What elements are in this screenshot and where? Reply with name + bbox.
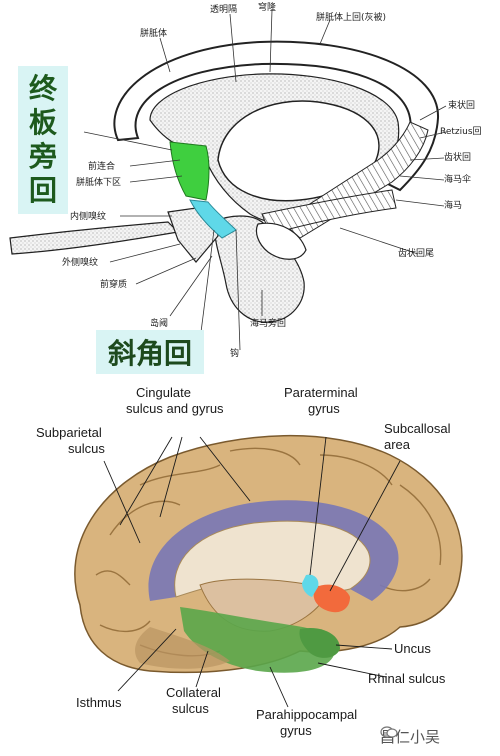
label-subparietal-1: Subparietal xyxy=(36,425,102,440)
label-rhinal-sulcus: Rhinal sulcus xyxy=(368,671,446,686)
label-subparietal-2: sulcus xyxy=(68,441,105,456)
top-diagram-panel: 透明隔 穹隆 胼胝体上回(灰被) 胼胝体 束状回 Retzius回 齿状回 海马… xyxy=(0,0,500,375)
label-collateral-2: sulcus xyxy=(172,701,209,716)
callout-paraterminal-gyrus: 终板旁回 xyxy=(18,66,68,214)
brainstem-shadow xyxy=(135,627,230,669)
uncus-shape xyxy=(255,222,307,260)
label-retzius: Retzius回 xyxy=(440,126,482,137)
cingulate-gyrus-band xyxy=(148,500,399,601)
label-uncus: Uncus xyxy=(394,641,431,656)
label-daoyu: 岛阈 xyxy=(150,317,168,329)
label-parahippocampal-2: gyrus xyxy=(280,723,312,738)
subcallosal-area-highlight xyxy=(313,584,350,613)
medial-brain-illustration: Cingulate sulcus and gyrus Paraterminal … xyxy=(36,385,463,738)
label-pizhiti-shanghui: 胼胝体上回(灰被) xyxy=(316,11,386,23)
top-leader-lines xyxy=(83,9,447,351)
label-qianchuanzhi: 前穿质 xyxy=(100,278,127,290)
label-pizhiti-xiaqu: 胼胝体下区 xyxy=(76,176,121,188)
label-paraterminal-2: gyrus xyxy=(308,401,340,416)
label-toumingge: 透明隔 xyxy=(210,4,237,15)
uncus-region xyxy=(299,627,340,658)
label-haimapanghui: 海马旁回 xyxy=(250,317,286,329)
bottom-leader-lines xyxy=(103,436,401,708)
watermark: 昌仁小吴 xyxy=(380,726,440,747)
label-subcallosal-1: Subcallosal xyxy=(384,421,451,436)
label-pizhiti: 胼胝体 xyxy=(140,27,167,39)
paraterminal-gyrus-cyan xyxy=(302,574,319,597)
label-chizhuanghuiwei: 齿状回尾 xyxy=(398,247,434,259)
callout-diagonal-gyrus: 斜角回 xyxy=(96,330,205,374)
label-qianlianhe: 前连合 xyxy=(88,160,115,172)
hippocampus-band xyxy=(261,189,397,235)
label-parahippocampal-1: Parahippocampal xyxy=(256,707,357,722)
label-cingulate-2: sulcus and gyrus xyxy=(126,401,224,416)
label-collateral-1: Collateral xyxy=(166,685,221,700)
wechat-icon xyxy=(380,726,398,738)
bottom-diagram-panel: Cingulate sulcus and gyrus Paraterminal … xyxy=(0,375,500,756)
label-shuzhuanghui: 束状回 xyxy=(448,99,475,111)
label-isthmus: Isthmus xyxy=(76,695,122,710)
limbic-line-diagram: 透明隔 穹隆 胼胝体上回(灰被) 胼胝体 束状回 Retzius回 齿状回 海马… xyxy=(9,1,482,359)
corpus-callosum-shape xyxy=(113,40,440,192)
label-subcallosal-2: area xyxy=(384,437,411,452)
label-haimasan: 海马伞 xyxy=(444,173,471,185)
label-neice-xiuwen: 内侧嗅纹 xyxy=(70,210,106,222)
olfactory-tract xyxy=(9,221,180,255)
label-haima: 海马 xyxy=(444,199,462,211)
label-paraterminal-1: Paraterminal xyxy=(284,385,358,400)
label-chizhuanghui: 齿状回 xyxy=(444,151,471,163)
ventricle-space xyxy=(217,100,380,202)
label-cingulate-1: Cingulate xyxy=(136,385,191,400)
label-qiangong: 穹隆 xyxy=(258,1,276,13)
label-gou: 钩 xyxy=(230,347,239,359)
paraterminal-gyrus-highlight xyxy=(169,141,210,201)
label-waice-xiuwen: 外侧嗅纹 xyxy=(62,256,98,268)
